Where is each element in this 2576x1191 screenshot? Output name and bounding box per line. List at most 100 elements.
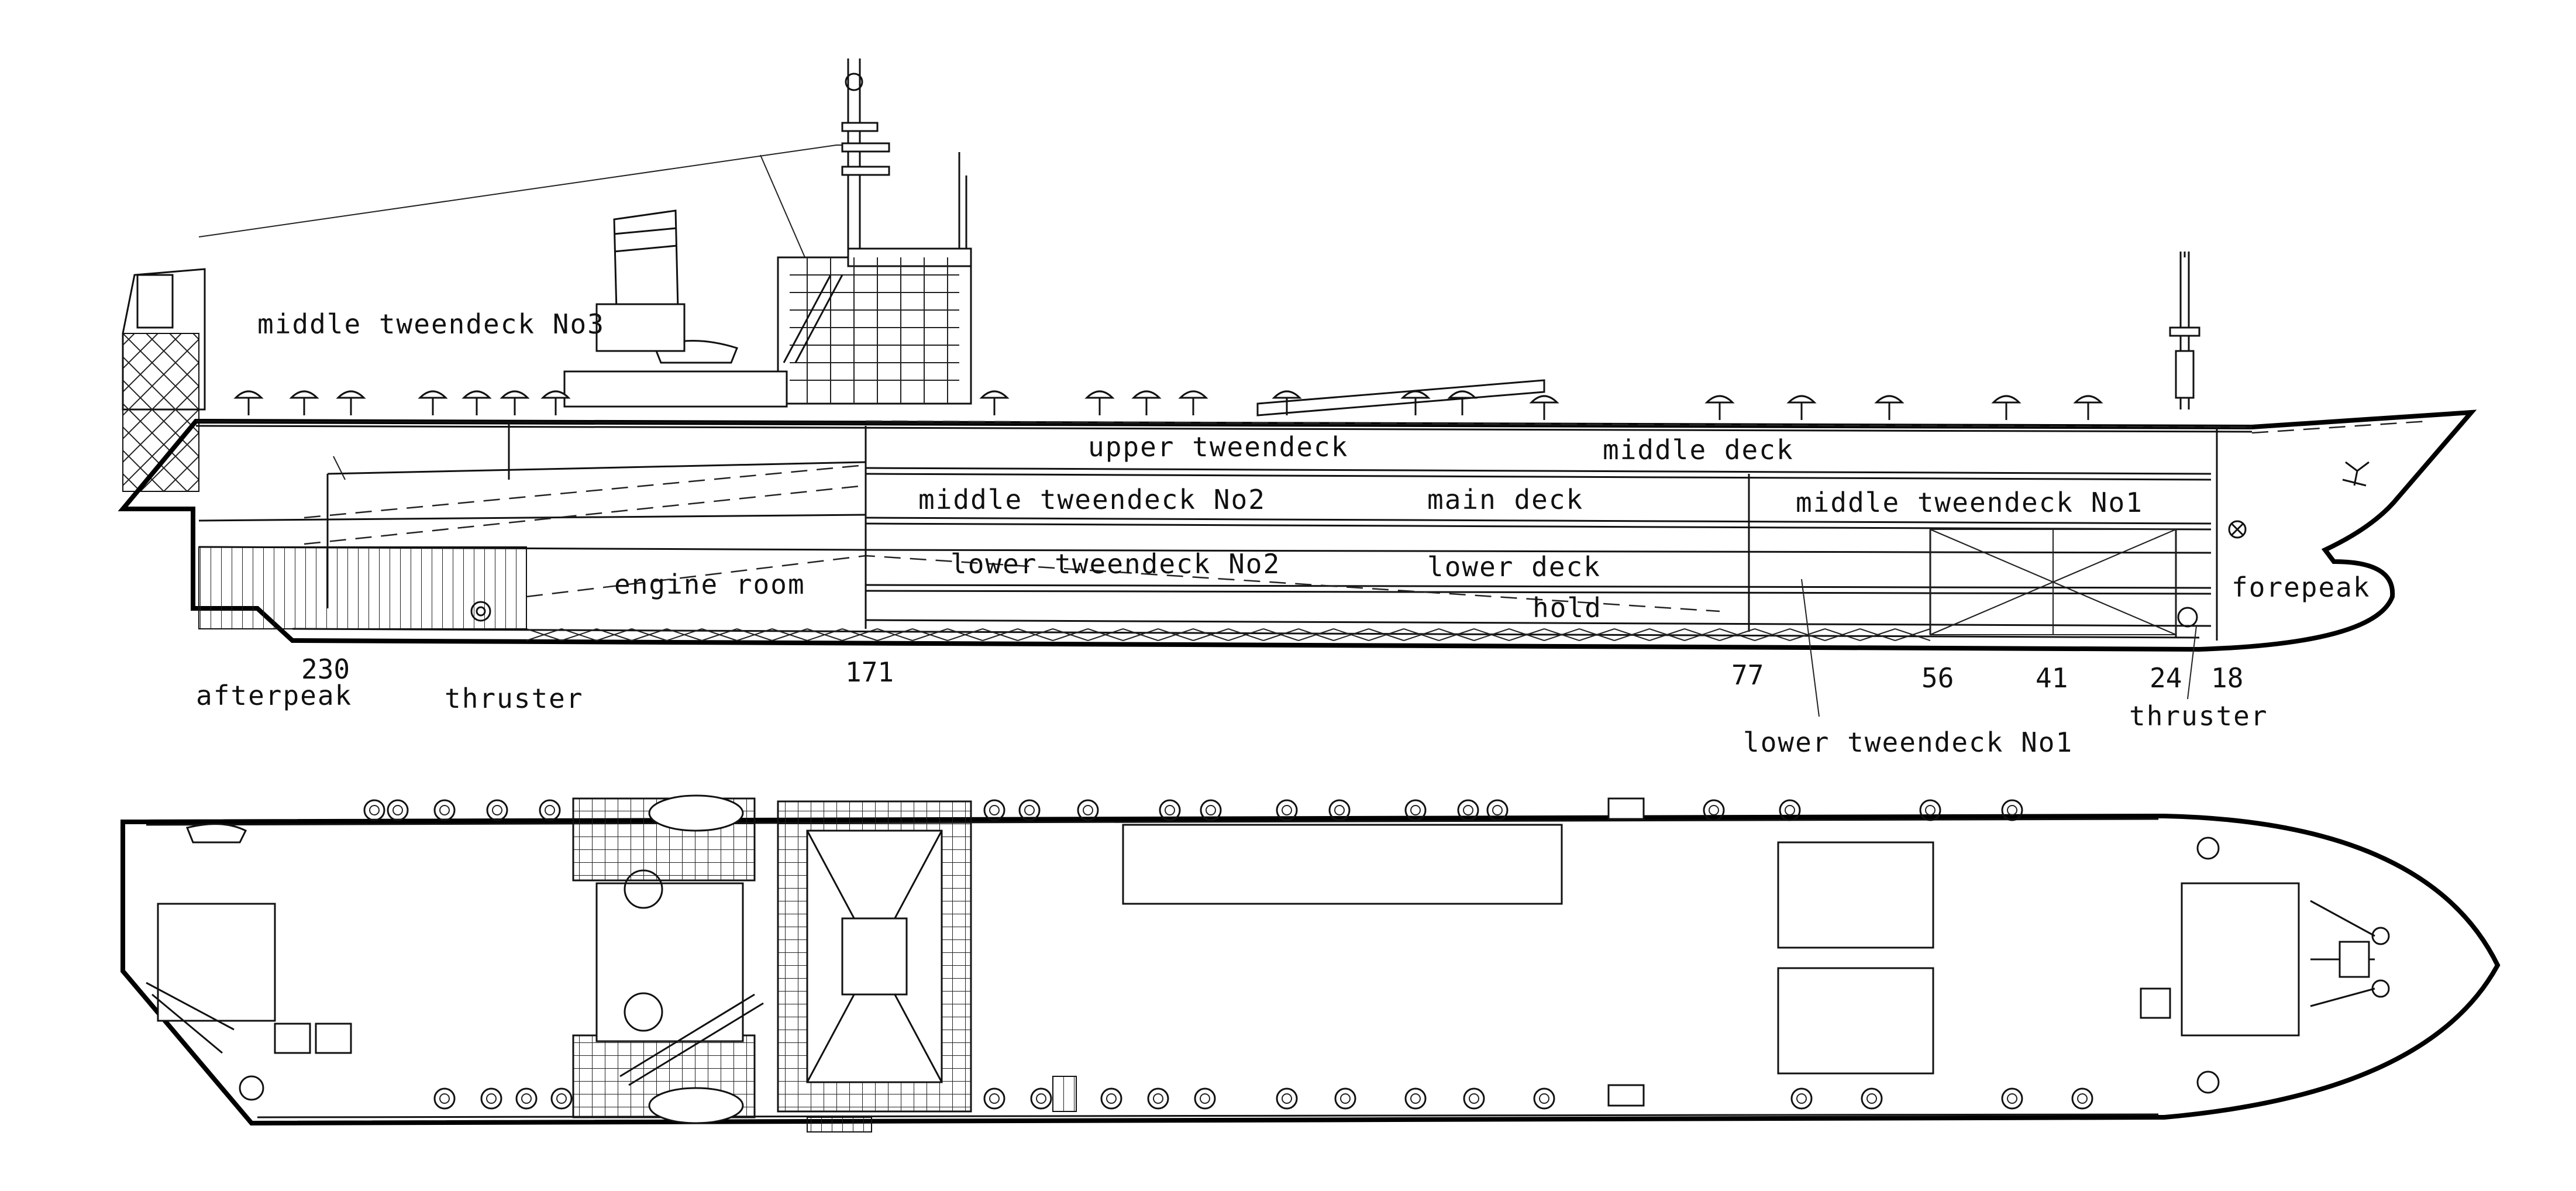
bow-cross-icon <box>2228 520 2247 539</box>
leader-no3 <box>333 456 346 480</box>
label-middle-tweendeck-no2: middle tweendeck No2 <box>918 484 1266 515</box>
plan-stern-detail <box>146 823 352 1101</box>
bollard <box>433 799 456 821</box>
ventilator <box>1178 390 1208 415</box>
bollard <box>433 1087 456 1110</box>
bollard <box>1457 799 1479 821</box>
label-upper-tweendeck: upper tweendeck <box>1088 431 1348 463</box>
bollard <box>1790 1087 1813 1110</box>
ventilator <box>1704 395 1735 420</box>
bollard <box>2001 1087 2023 1110</box>
car-ramp <box>1256 379 1545 416</box>
internal-decks <box>198 461 2212 639</box>
bollard <box>2001 799 2023 821</box>
label-forepeak: forepeak <box>2231 572 2371 603</box>
plan-superstructure <box>572 794 972 1124</box>
label-hold: hold <box>1532 592 1602 624</box>
bollard <box>486 799 508 821</box>
label-lower-tweendeck-no2: lower tweendeck No2 <box>950 548 1280 580</box>
rigging-line <box>198 144 863 237</box>
ventilator <box>289 390 319 415</box>
bollard <box>1077 799 1099 821</box>
bollard <box>1533 1087 1555 1110</box>
frame-77: 77 <box>1731 659 1764 691</box>
label-engine-room: engine room <box>614 569 805 600</box>
ventilator <box>1447 390 1478 415</box>
gangway-plan <box>807 1117 872 1133</box>
ventilator <box>1874 395 1905 420</box>
bollard <box>539 799 561 821</box>
bollard <box>1276 1087 1298 1110</box>
bollard <box>1861 1087 1883 1110</box>
bollard <box>2071 1087 2093 1110</box>
deck-ventilators <box>233 390 2103 420</box>
deck-fitting-top <box>1607 797 1645 820</box>
frame-56: 56 <box>1921 662 1954 694</box>
frame-171: 171 <box>845 656 894 688</box>
ventilator <box>1991 395 2021 420</box>
ramp-dashed-1 <box>304 464 866 519</box>
bollard <box>1200 799 1222 821</box>
ventilator <box>233 390 264 415</box>
bollard <box>1159 799 1181 821</box>
bollard <box>1404 1087 1427 1110</box>
bollard <box>1779 799 1801 821</box>
aft-thruster-icon <box>470 601 491 622</box>
deck-hatch-fwd-2 <box>1777 967 1934 1075</box>
frame-41: 41 <box>2036 662 2068 694</box>
bollard <box>480 1087 502 1110</box>
bollard <box>1486 799 1509 821</box>
frame-18: 18 <box>2211 662 2243 694</box>
bollard <box>1404 799 1427 821</box>
ventilator <box>1400 390 1431 415</box>
label-middle-tweendeck-no1: middle tweendeck No1 <box>1796 487 2143 518</box>
label-middle-deck: middle deck <box>1603 434 1794 466</box>
deck-hatch-long <box>1122 824 1563 905</box>
bollard <box>1328 799 1351 821</box>
main-mast <box>841 58 967 257</box>
label-middle-tweendeck-no3: middle tweendeck No3 <box>257 308 605 340</box>
bollard <box>1147 1087 1169 1110</box>
deck-fitting-bottom <box>1607 1084 1645 1107</box>
frame-24: 24 <box>2150 662 2182 694</box>
ventilator <box>2073 395 2103 420</box>
leader-thruster-fwd <box>2187 625 2197 700</box>
bollard <box>1703 799 1725 821</box>
label-lower-deck: lower deck <box>1427 551 1601 583</box>
bollard <box>983 799 1005 821</box>
superstructure <box>563 247 972 408</box>
foremast <box>2169 252 2200 409</box>
ventilator <box>1131 390 1162 415</box>
deck-hatch-fwd-1 <box>1777 841 1934 949</box>
bollard <box>1018 799 1041 821</box>
bollard <box>387 799 409 821</box>
bollard <box>1334 1087 1356 1110</box>
ventilator <box>1084 390 1115 415</box>
ventilator <box>336 390 366 415</box>
bollard <box>1194 1087 1216 1110</box>
ventilator <box>1529 395 1559 420</box>
anchor-icon <box>2342 461 2370 487</box>
plan-inner-edge-top <box>146 818 2159 826</box>
engine-room-framing <box>198 546 527 629</box>
ventilator <box>540 390 571 415</box>
leader-lower-no1 <box>1801 579 1820 717</box>
forward-hold-bracing <box>1930 529 2176 635</box>
frame-230: 230 <box>301 653 350 685</box>
plan-view <box>120 794 2501 1133</box>
ventilator <box>418 390 448 415</box>
bollard <box>1100 1087 1122 1110</box>
ventilator <box>500 390 530 415</box>
bollard <box>515 1087 538 1110</box>
bollard <box>1463 1087 1485 1110</box>
ladder-plan <box>1052 1076 1077 1112</box>
double-bottom <box>526 628 1931 641</box>
ventilator <box>1786 395 1817 420</box>
bollard <box>1276 799 1298 821</box>
ramp-dashed-2 <box>304 484 866 545</box>
label-afterpeak: afterpeak <box>196 680 352 711</box>
fwd-thruster-icon <box>2177 607 2198 628</box>
bollard <box>1030 1087 1052 1110</box>
label-main-deck: main deck <box>1427 484 1583 515</box>
